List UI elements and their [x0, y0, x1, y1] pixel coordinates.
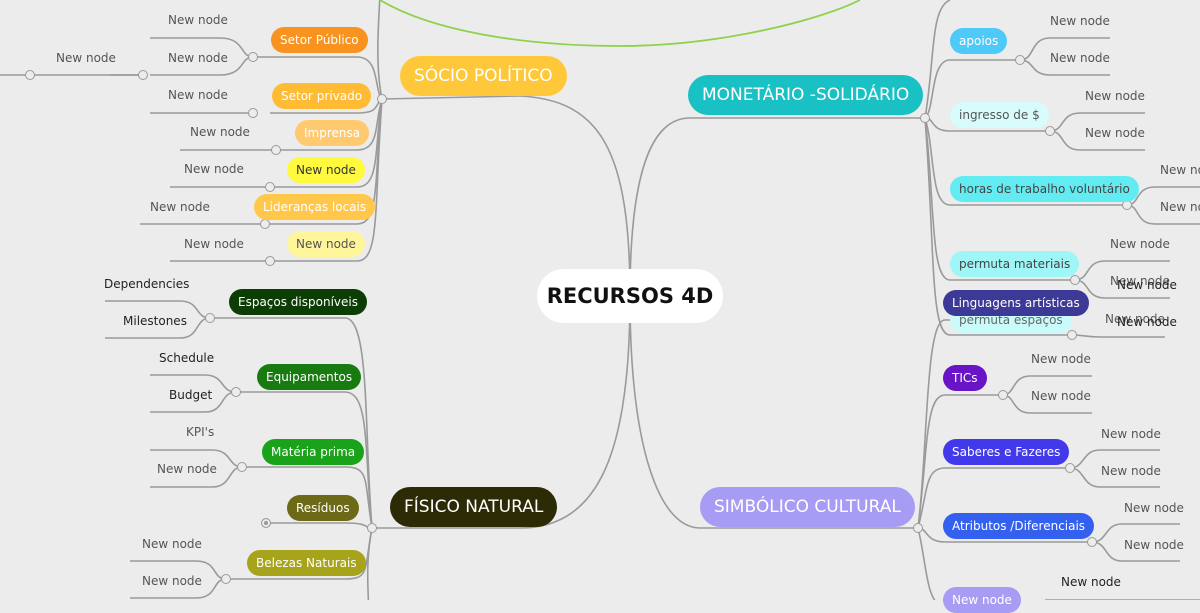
- branch-dot[interactable]: [261, 518, 271, 528]
- leaf-node[interactable]: New node: [1117, 315, 1177, 329]
- branch-dot[interactable]: [377, 94, 387, 104]
- branch-simbolico-cultural[interactable]: SIMBÓLICO CULTURAL: [700, 487, 915, 527]
- node-belezas-naturais[interactable]: Belezas Naturais: [247, 550, 366, 576]
- leaf-node[interactable]: New node: [1160, 200, 1200, 214]
- leaf-node[interactable]: New node: [1110, 274, 1170, 288]
- branch-dot[interactable]: [221, 574, 231, 584]
- leaf-node[interactable]: New node: [142, 574, 202, 588]
- leaf-node[interactable]: New node: [1085, 126, 1145, 140]
- leaf-node[interactable]: New node: [1031, 389, 1091, 403]
- leaf-node[interactable]: Schedule: [159, 351, 215, 365]
- node-permuta-materiais[interactable]: permuta materiais: [950, 251, 1080, 277]
- branch-dot[interactable]: [25, 70, 35, 80]
- leaf-node[interactable]: New node: [1160, 163, 1200, 177]
- branch-dot[interactable]: [920, 113, 930, 123]
- branch-dot[interactable]: [248, 108, 258, 118]
- branch-dot[interactable]: [913, 523, 923, 533]
- node-imprensa[interactable]: Imprensa: [295, 120, 370, 146]
- leaf-node[interactable]: New node: [1117, 278, 1177, 292]
- branch-dot[interactable]: [231, 387, 241, 397]
- node-espacos-disponiveis[interactable]: Espaços disponíveis: [229, 289, 367, 315]
- branch-dot[interactable]: [1045, 126, 1055, 136]
- branch-dot[interactable]: [1087, 537, 1097, 547]
- leaf-node[interactable]: New node: [1124, 538, 1184, 552]
- leaf-node[interactable]: New node: [184, 162, 244, 176]
- node-new-node[interactable]: New node: [287, 157, 365, 183]
- branch-dot[interactable]: [1015, 55, 1025, 65]
- leaf-node[interactable]: KPI's: [186, 425, 215, 439]
- leaf-node[interactable]: New node: [1124, 501, 1184, 515]
- leaf-node[interactable]: New node: [168, 88, 228, 102]
- node-new-node[interactable]: New node: [943, 587, 1021, 613]
- node-setor-privado[interactable]: Setor privado: [272, 83, 372, 109]
- node-saberes-fazeres[interactable]: Saberes e Fazeres: [943, 439, 1070, 465]
- branch-dot[interactable]: [248, 52, 258, 62]
- node-setor-publico[interactable]: Setor Público: [271, 27, 368, 53]
- root-node[interactable]: RECURSOS 4D: [537, 269, 723, 323]
- node-equipamentos[interactable]: Equipamentos: [257, 364, 362, 390]
- branch-dot[interactable]: [237, 462, 247, 472]
- leaf-node[interactable]: New node: [56, 51, 116, 65]
- leaf-node[interactable]: New node: [1105, 312, 1165, 326]
- leaf-node[interactable]: New node: [168, 51, 228, 65]
- leaf-node[interactable]: New node: [184, 237, 244, 251]
- branch-dot[interactable]: [205, 313, 215, 323]
- node-new-node[interactable]: New node: [287, 231, 365, 257]
- node-horas-voluntario[interactable]: horas de trabalho voluntário: [950, 176, 1139, 202]
- leaf-node[interactable]: Budget: [169, 388, 213, 402]
- leaf-node[interactable]: New node: [190, 125, 250, 139]
- branch-dot[interactable]: [1065, 463, 1075, 473]
- branch-socio-politico[interactable]: SÓCIO POLÍTICO: [400, 56, 567, 96]
- leaf-node[interactable]: New node: [168, 13, 228, 27]
- branch-dot[interactable]: [265, 182, 275, 192]
- leaf-node[interactable]: New node: [1085, 89, 1145, 103]
- node-liderancas-locais[interactable]: Lideranças locais: [254, 194, 376, 220]
- leaf-node[interactable]: New node: [1110, 237, 1170, 251]
- node-apoios[interactable]: apoios: [950, 28, 1008, 54]
- leaf-node[interactable]: New node: [150, 200, 210, 214]
- node-atributos-diferenciais[interactable]: Atributos /Diferenciais: [943, 513, 1095, 539]
- leaf-node[interactable]: New node: [1050, 14, 1110, 28]
- leaf-node[interactable]: New node: [1101, 464, 1161, 478]
- node-ingresso[interactable]: ingresso de $: [950, 102, 1049, 128]
- branch-dot[interactable]: [265, 256, 275, 266]
- leaf-node[interactable]: New node: [1061, 575, 1121, 589]
- leaf-node[interactable]: New node: [1031, 352, 1091, 366]
- branch-dot[interactable]: [271, 145, 281, 155]
- branch-dot[interactable]: [138, 70, 148, 80]
- leaf-node[interactable]: Milestones: [123, 314, 187, 328]
- node-linguagens-artisticas[interactable]: Linguagens artísticas: [943, 290, 1089, 316]
- leaf-node[interactable]: Dependencies: [104, 277, 190, 291]
- node-tics[interactable]: TICs: [943, 365, 987, 391]
- branch-dot[interactable]: [367, 523, 377, 533]
- top-arc: [379, 0, 861, 47]
- node-materia-prima[interactable]: Matéria prima: [262, 439, 365, 465]
- leaf-node[interactable]: New node: [157, 462, 217, 476]
- leaf-node[interactable]: New node: [1050, 51, 1110, 65]
- leaf-node[interactable]: New node: [142, 537, 202, 551]
- node-residuos[interactable]: Resíduos: [287, 495, 359, 521]
- branch-dot[interactable]: [260, 219, 270, 229]
- leaf-node[interactable]: New node: [1101, 427, 1161, 441]
- branch-dot[interactable]: [1067, 330, 1077, 340]
- branch-dot[interactable]: [1070, 275, 1080, 285]
- branch-dot[interactable]: [998, 390, 1008, 400]
- branch-fisico-natural[interactable]: FÍSICO NATURAL: [390, 487, 558, 527]
- branch-monetario-solidario[interactable]: MONETÁRIO -SOLIDÁRIO: [688, 75, 924, 115]
